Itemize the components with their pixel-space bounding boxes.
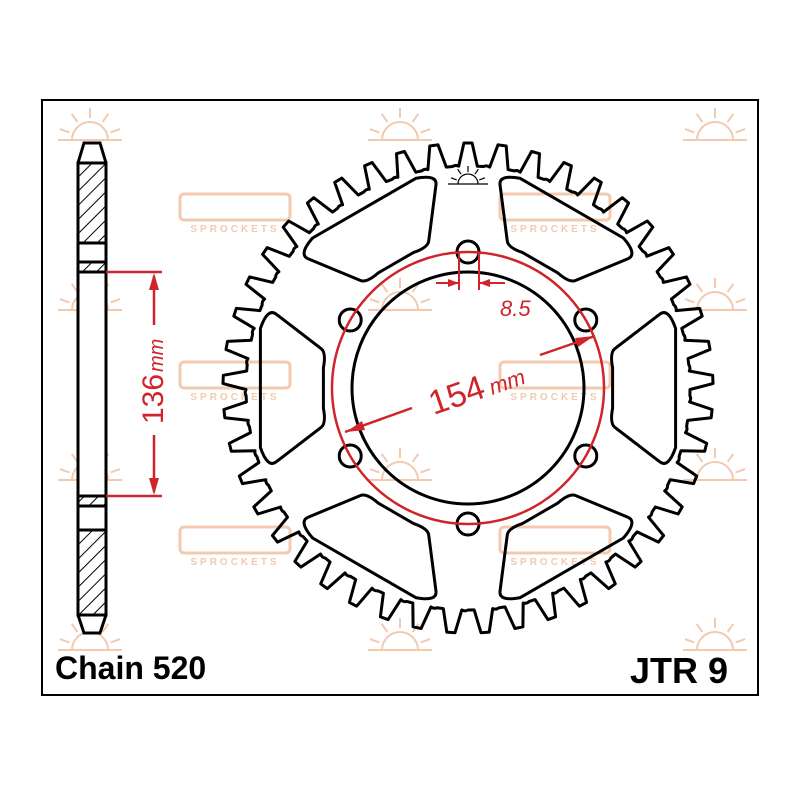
bore-value: 136 (137, 374, 170, 424)
watermark-sprockets-logo: SPROCKETS (510, 557, 599, 568)
chain-label: Chain 520 (55, 650, 207, 686)
pcd-dimension (330, 250, 606, 526)
watermark-jt-logo (178, 192, 292, 222)
lightening-window (610, 311, 678, 465)
watermarks: SPROCKETS SPROCKETS SPROCKETS SPROCKETS SPRO… (58, 108, 747, 651)
watermark-jt-logo (498, 360, 612, 390)
lightening-window (302, 175, 438, 283)
bore-dimension (106, 270, 162, 498)
lightening-window (258, 311, 326, 465)
bolt-hole-size: 8.5 (500, 296, 531, 321)
frame-border (41, 99, 759, 696)
watermark-sun-logo (368, 278, 432, 311)
watermark-sun-logo (683, 618, 747, 651)
bolt-hole (337, 307, 363, 333)
watermark-sun-logo (368, 618, 432, 651)
side-profile (76, 141, 108, 635)
bolt-hole (573, 443, 599, 469)
lightening-window (498, 175, 634, 283)
watermark-sprockets-logo: SPROCKETS (510, 224, 599, 235)
watermark-sun-logo (368, 448, 432, 481)
watermark-sun-logo (683, 448, 747, 481)
watermark-sun-logo (683, 108, 747, 141)
lightening-window (498, 493, 634, 601)
sprocket (221, 141, 715, 635)
watermark-sprockets-logo: SPROCKETS (510, 392, 599, 403)
pcd-value: 154 (424, 368, 490, 422)
watermark-jt-logo (178, 525, 292, 555)
watermark-sprockets-logo: SPROCKETS (190, 557, 279, 568)
watermark-jt-logo (498, 525, 612, 555)
bolt-hole (337, 443, 363, 469)
lightening-window (302, 493, 438, 601)
bore-unit: mm (146, 339, 168, 372)
watermark-sprockets-logo: SPROCKETS (190, 392, 279, 403)
jt-sun-logo (448, 166, 488, 185)
watermark-sun-logo (58, 108, 122, 141)
watermark-sprockets-logo: SPROCKETS (190, 224, 279, 235)
part-number: JTR 9 (630, 650, 729, 691)
sprocket-teeth-outline (221, 141, 715, 635)
center-bore (350, 270, 586, 506)
watermark-jt-logo (178, 360, 292, 390)
watermark-sun-logo (683, 278, 747, 311)
bolt-hole (573, 307, 599, 333)
watermark-sun-logo (368, 108, 432, 141)
